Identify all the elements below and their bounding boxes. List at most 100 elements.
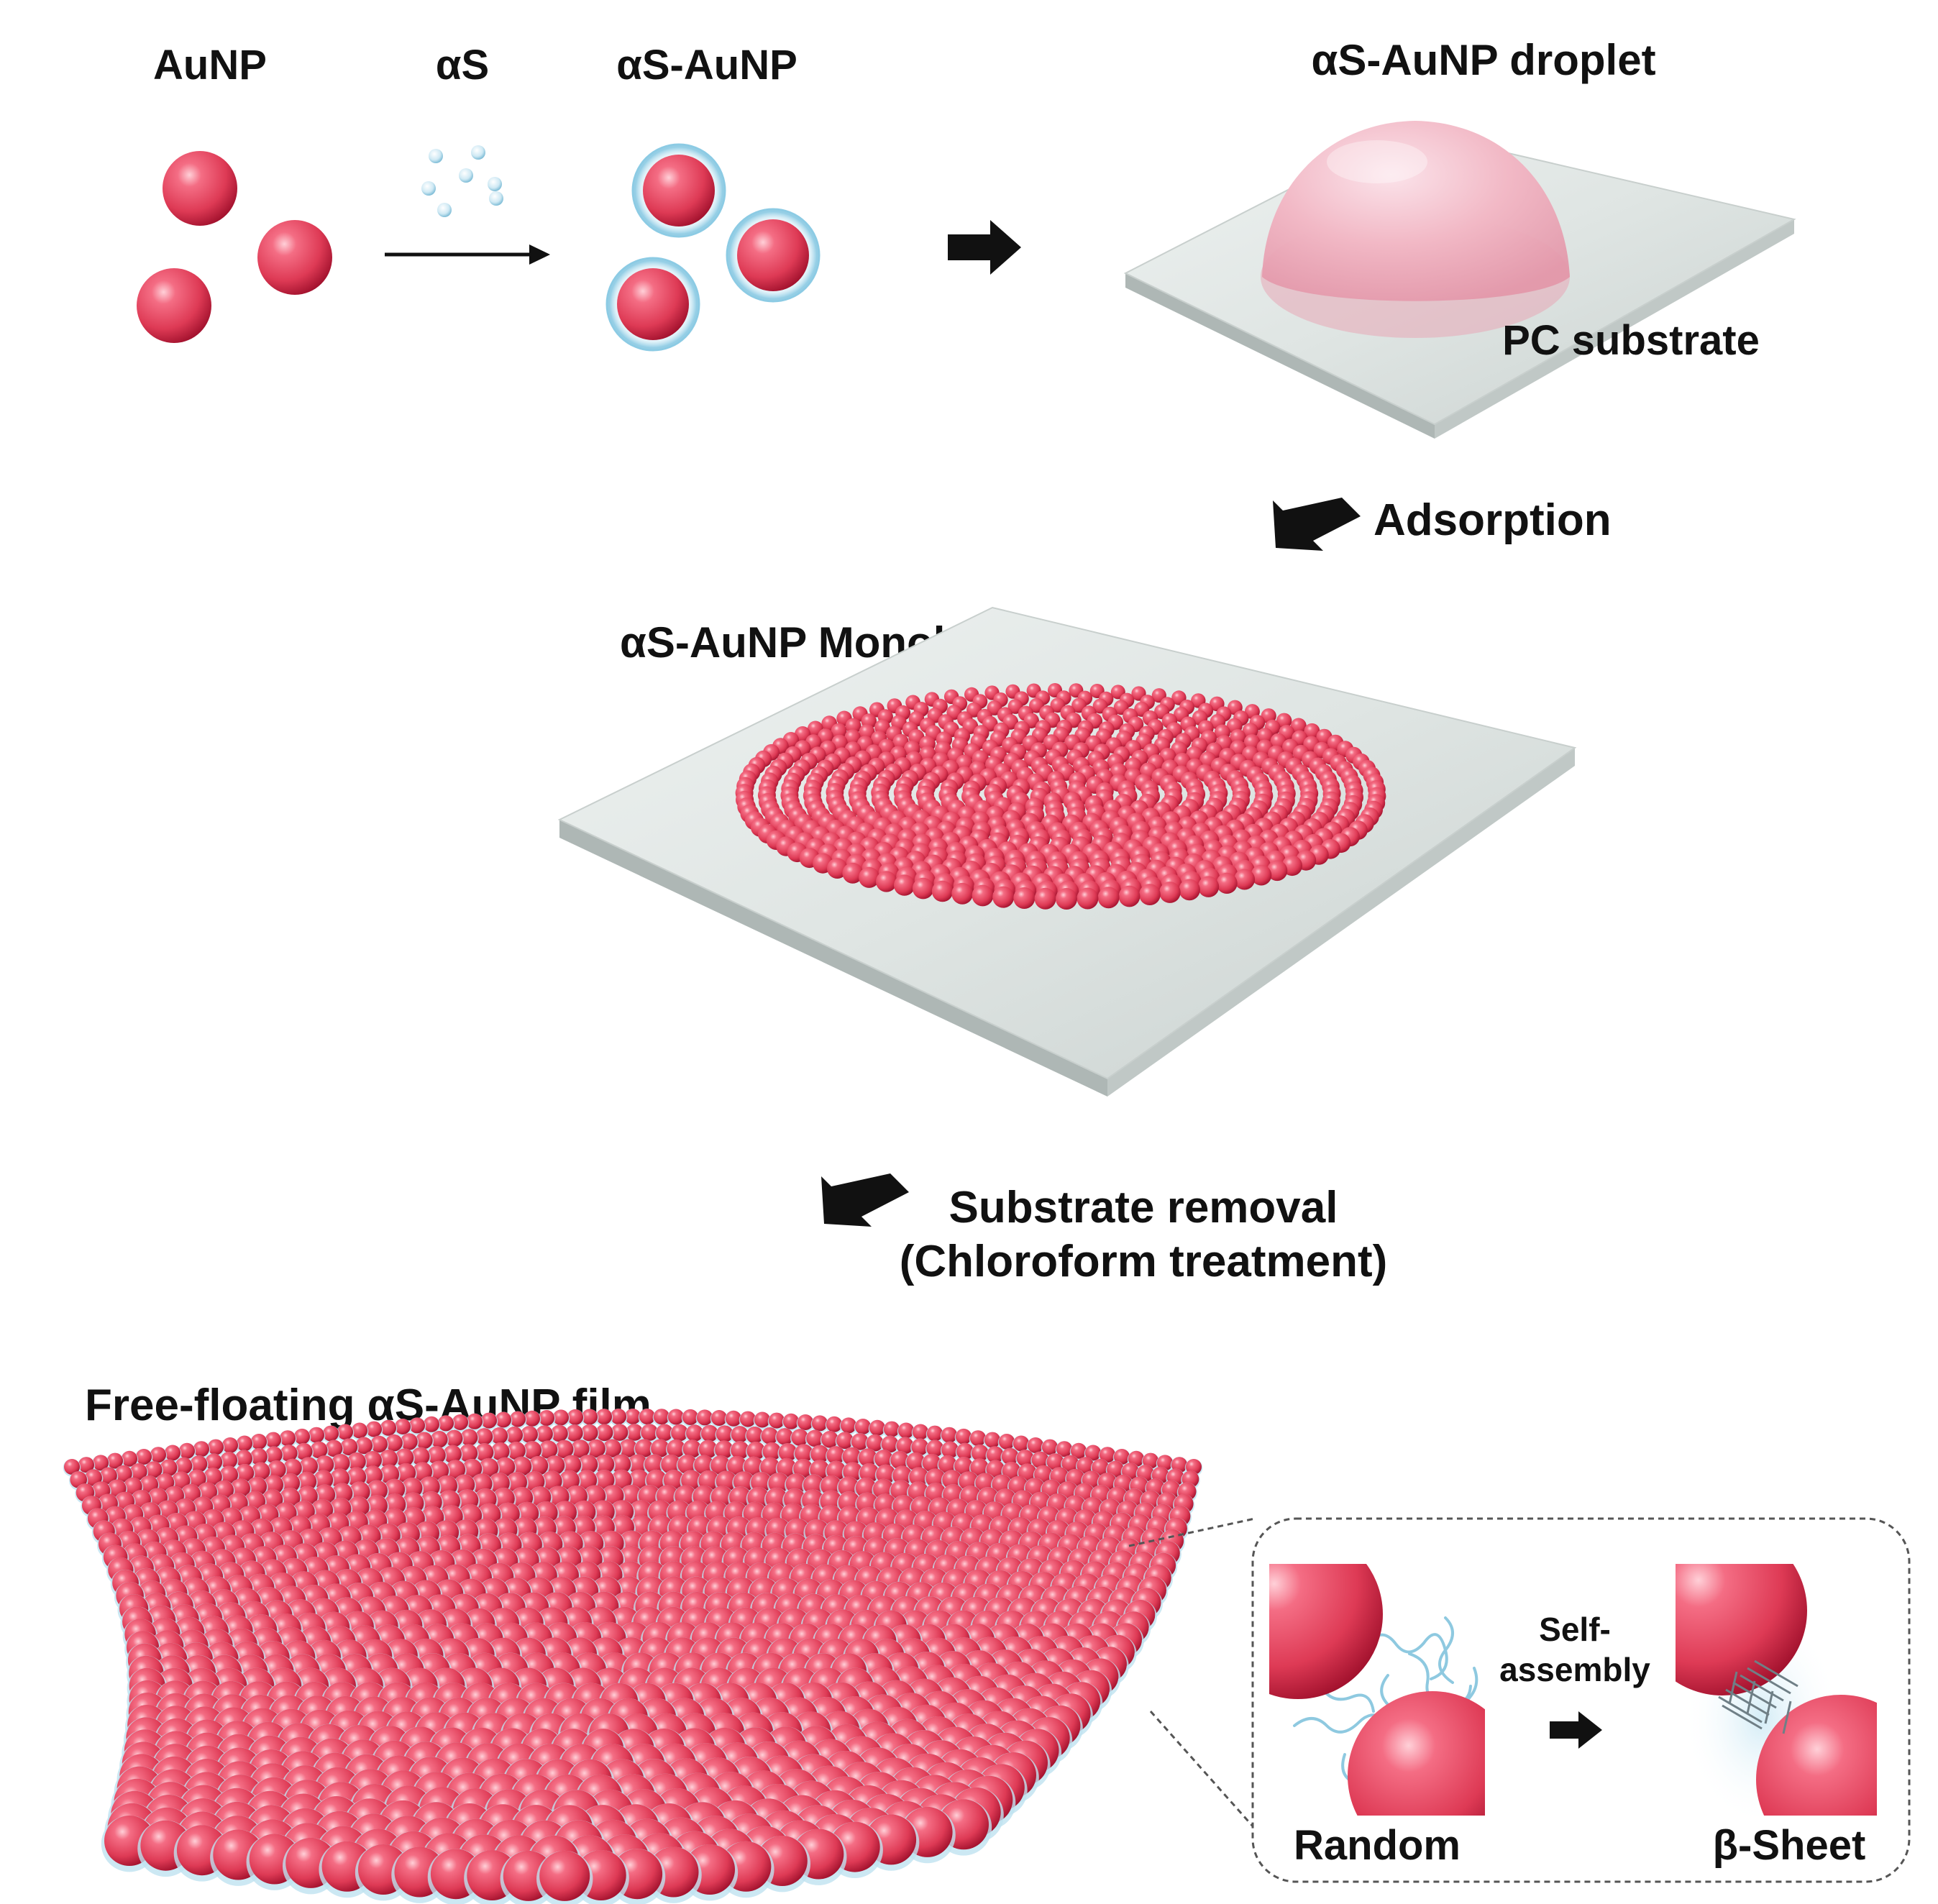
as-aunp-monolayer: [735, 683, 1386, 910]
aunp-particle: [1118, 885, 1141, 907]
aunp-particle: [1100, 1447, 1115, 1463]
aunp-particle: [250, 1448, 268, 1465]
aunp-particle: [892, 1465, 913, 1486]
aunp-particle: [881, 1435, 899, 1453]
aunp-particle: [760, 1457, 780, 1477]
aunp-particle: [826, 1446, 845, 1465]
aunp-particle: [842, 862, 864, 884]
aunp-particle: [315, 1455, 334, 1474]
aunp-label: AuNP: [153, 42, 267, 88]
aunp-particle: [806, 1429, 823, 1447]
aunp-particle: [332, 1454, 350, 1473]
aunp-particle: [972, 1445, 989, 1462]
aunp-particle: [427, 1446, 446, 1465]
aunp-particle: [595, 1424, 613, 1442]
aunp-particle: [265, 1432, 281, 1448]
aunp-particle: [219, 1465, 238, 1484]
aunp-particle: [1179, 879, 1200, 901]
aunp-particle: [1304, 723, 1320, 739]
aunp-particle: [667, 1439, 685, 1458]
aunp-particle: [137, 268, 211, 343]
zoom-line: [1128, 1517, 1256, 1547]
aunp-particle: [160, 1459, 178, 1477]
aunp-particle: [593, 1470, 615, 1491]
aunp-particle: [571, 1440, 590, 1458]
aunp-particle: [710, 1455, 731, 1475]
aunp-particle: [280, 1430, 296, 1447]
aunp-particle: [379, 1450, 398, 1468]
aunp-particle: [1159, 882, 1181, 903]
beta-sheet-label: β-Sheet: [1713, 1822, 1866, 1869]
aunp-particle: [951, 882, 974, 905]
aunp-particle: [551, 1424, 568, 1442]
aunp-particle: [1013, 887, 1036, 909]
aunp-particle: [265, 1446, 283, 1464]
aunp-particle: [677, 1455, 698, 1475]
aunp-particle: [954, 1457, 973, 1475]
aunp-particle: [682, 1409, 698, 1425]
aunp-particle: [539, 1410, 554, 1426]
adsorption-label: Adsorption: [1373, 495, 1612, 545]
aunp-particle: [898, 1422, 914, 1439]
beta-sheet-structure: [1676, 1564, 1877, 1816]
aunp-particle: [136, 1449, 152, 1465]
aunp-particle: [761, 1427, 779, 1445]
aunp-particle: [545, 1455, 565, 1475]
aunp-particle: [821, 1431, 838, 1448]
aunp-particle: [204, 1468, 222, 1486]
aunp-particle: [795, 1444, 813, 1463]
aunp-particle: [495, 1411, 511, 1428]
aunp-particle: [1128, 1450, 1144, 1467]
as-aunp-group: αS-AuNP: [605, 42, 821, 352]
aunp-particle: [1114, 1449, 1130, 1465]
aunp-particle: [942, 1470, 962, 1490]
aunp-particle: [970, 1458, 989, 1477]
aunp-particle: [611, 1454, 631, 1474]
aunp-particle: [460, 1429, 478, 1446]
aunp-particle: [347, 1452, 366, 1471]
aunp-particle: [938, 1455, 957, 1474]
random-structure: [1269, 1564, 1485, 1816]
aunp-particle: [797, 1414, 813, 1430]
aunp-particle: [611, 1409, 626, 1425]
substrate-removal-label: Substrate removal: [949, 1183, 1338, 1232]
aunp-particle: [1028, 1437, 1043, 1453]
aunp-particle: [913, 1424, 928, 1440]
aunp-particle: [413, 1462, 433, 1482]
aunp-particle: [553, 1409, 569, 1426]
aunp-particle: [395, 1448, 414, 1467]
aunp-particle: [1013, 1435, 1029, 1452]
aunp-particle: [130, 1463, 147, 1480]
aunp-particle: [791, 1429, 808, 1446]
protein-dot: [421, 181, 436, 196]
aunp-particle: [523, 1441, 541, 1460]
aunp-particle: [654, 1409, 669, 1425]
aunp-particle: [941, 1441, 959, 1459]
aunp-particle: [1139, 884, 1161, 905]
aunp-particle: [510, 1411, 526, 1427]
aunp-particle: [746, 1441, 765, 1460]
arrow-right-icon: [948, 220, 1021, 275]
substrate-edge: [1125, 273, 1435, 439]
aunp-particle: [188, 1469, 206, 1488]
aunp-particle: [740, 1411, 756, 1427]
aunp-particle: [467, 1413, 483, 1429]
aunp-particle: [175, 1457, 193, 1475]
aunp-particle: [744, 1456, 764, 1476]
aunp-particle: [401, 1478, 423, 1498]
aunp-particle: [812, 1415, 828, 1432]
aunp-particle: [926, 1440, 943, 1457]
aunp-particle: [1061, 1455, 1079, 1473]
aunp-particle: [661, 1454, 681, 1474]
aunp-particle: [651, 1439, 669, 1457]
aunp-particle: [190, 1455, 208, 1473]
aunp-particle: [314, 1470, 334, 1490]
aunp-particle: [179, 1442, 195, 1459]
aunp-particle: [115, 1465, 132, 1483]
aunp-particle: [310, 1441, 328, 1459]
aunp-particle: [237, 1435, 252, 1452]
aunp-particle: [821, 1475, 841, 1496]
aunp-particle: [384, 1478, 406, 1500]
aunp-particle: [896, 1437, 914, 1455]
aunp-particle: [1234, 869, 1256, 890]
